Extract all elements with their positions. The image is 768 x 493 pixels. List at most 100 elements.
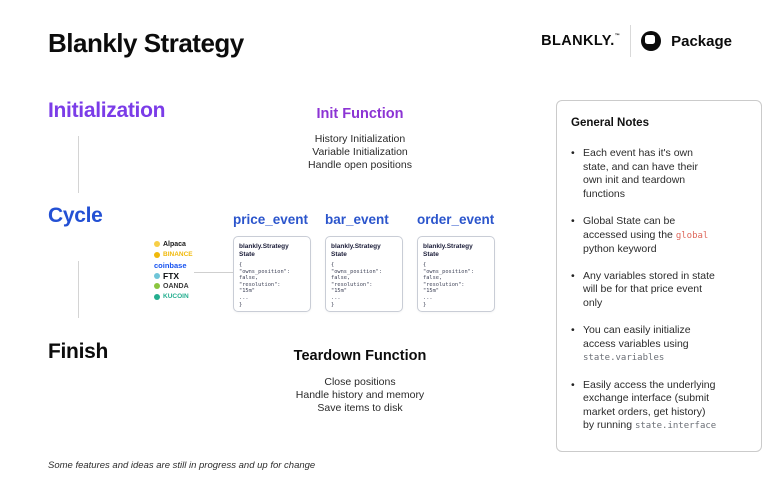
bullet-dot bbox=[571, 324, 577, 366]
code-line: false, bbox=[239, 275, 259, 282]
note-bullet: Global State can be accessed using the g… bbox=[571, 215, 747, 257]
bullet-text: Each event has it's own state, and can h… bbox=[583, 147, 698, 200]
section-initialization: Initialization bbox=[48, 99, 166, 122]
event-column-price: price_event blankly.Strategy State {"own… bbox=[233, 212, 311, 312]
exchange-row: Alpaca bbox=[154, 240, 193, 248]
bullet-dot bbox=[571, 215, 577, 257]
section-finish: Finish bbox=[48, 340, 109, 363]
code-line: ... bbox=[423, 294, 433, 301]
exchange-logo-icon bbox=[154, 241, 160, 247]
exchange-logo-icon bbox=[154, 251, 160, 258]
code-line: "resolution": bbox=[423, 281, 465, 288]
bullet-dot bbox=[571, 147, 577, 202]
note-bullet: Each event has it's own state, and can h… bbox=[571, 147, 747, 202]
exchange-name: KUCOIN bbox=[163, 293, 189, 300]
exchange-name: BINANCE bbox=[163, 251, 193, 258]
code-line: "owns_position": bbox=[423, 268, 475, 275]
note-bullet: Any variables stored in state will be fo… bbox=[571, 270, 747, 312]
exchange-row: KUCOIN bbox=[154, 293, 193, 301]
bullet-text: You can easily initialize access variabl… bbox=[583, 324, 691, 363]
exchange-connector-line bbox=[194, 272, 233, 273]
package-icon bbox=[641, 31, 662, 51]
init-item: Variable Initialization bbox=[312, 146, 408, 158]
brand-logo: BLANKLY.™ Package bbox=[541, 24, 732, 58]
teardown-function-title: Teardown Function bbox=[293, 348, 427, 364]
code-line: } bbox=[423, 301, 427, 308]
bar-event-header: bar_event bbox=[325, 212, 389, 227]
notes-bullet-list: Each event has it's own state, and can h… bbox=[571, 147, 747, 434]
event-column-order: order_event blankly.Strategy State {"own… bbox=[417, 212, 495, 312]
state-code-box: blankly.Strategy State {"owns_position":… bbox=[417, 236, 495, 312]
exchange-logo-icon bbox=[154, 283, 160, 289]
inline-code: state.variables bbox=[583, 353, 665, 363]
logo-divider bbox=[630, 25, 632, 57]
state-code: {"owns_position":false,"resolution":"15m… bbox=[331, 262, 397, 308]
code-line: { bbox=[423, 262, 427, 268]
code-line: "resolution": bbox=[239, 281, 281, 288]
exchange-name: FTX bbox=[163, 270, 180, 281]
state-box-title: blankly.Strategy State bbox=[331, 243, 381, 258]
code-line: "15m" bbox=[239, 288, 255, 295]
bullet-dot bbox=[571, 379, 577, 434]
exchange-logo-icon bbox=[154, 293, 160, 300]
event-column-bar: bar_event blankly.Strategy State {"owns_… bbox=[325, 212, 403, 312]
state-code: {"owns_position":false,"resolution":"15m… bbox=[423, 262, 489, 308]
exchange-row: BINANCE bbox=[154, 251, 193, 259]
state-box-title: blankly.Strategy State bbox=[239, 243, 289, 258]
code-line: ... bbox=[331, 294, 341, 301]
bullet-text: Easily access the underlying exchange in… bbox=[583, 378, 717, 432]
exchange-row: FTX bbox=[154, 270, 193, 281]
code-line: "owns_position": bbox=[331, 268, 383, 275]
teardown-item: Close positions bbox=[324, 376, 396, 388]
inline-code: global bbox=[675, 230, 709, 241]
inline-code: state.interface bbox=[634, 421, 717, 431]
teardown-item: Save items to disk bbox=[317, 402, 403, 414]
page-title: Blankly Strategy bbox=[48, 28, 244, 58]
code-line: { bbox=[331, 262, 335, 268]
trademark-symbol: ™ bbox=[614, 33, 621, 39]
init-item: History Initialization bbox=[314, 133, 406, 145]
price-event-header: price_event bbox=[233, 212, 309, 227]
exchange-name: coinbase bbox=[154, 260, 187, 270]
teardown-item: Handle history and memory bbox=[295, 389, 425, 401]
code-line: "15m" bbox=[331, 288, 347, 295]
code-line: "15m" bbox=[423, 288, 439, 295]
code-line: ... bbox=[239, 294, 249, 301]
code-line: false, bbox=[331, 275, 351, 282]
exchange-row: coinbase bbox=[154, 260, 193, 270]
state-box-title: blankly.Strategy State bbox=[423, 243, 473, 258]
exchange-row: OANDA bbox=[154, 282, 193, 290]
exchange-name: OANDA bbox=[163, 282, 189, 290]
bullet-text: Any variables stored in state will be fo… bbox=[583, 269, 715, 309]
code-line: { bbox=[239, 262, 243, 268]
exchange-logo-icon bbox=[154, 272, 160, 279]
exchange-name: Alpaca bbox=[163, 240, 186, 248]
notes-title: General Notes bbox=[571, 117, 649, 129]
bullet-text: Global State can be accessed using the g… bbox=[583, 215, 709, 255]
bullet-dot bbox=[571, 270, 577, 312]
code-line: "resolution": bbox=[331, 281, 373, 288]
section-cycle: Cycle bbox=[48, 204, 103, 227]
brand-wordmark: BLANKLY.™ bbox=[541, 33, 620, 49]
note-bullet: Easily access the underlying exchange in… bbox=[571, 379, 747, 434]
disclaimer-text: Some features and ideas are still in pro… bbox=[48, 460, 316, 471]
package-label: Package bbox=[671, 32, 732, 50]
timeline-connector bbox=[78, 136, 79, 193]
init-item: Handle open positions bbox=[308, 159, 412, 171]
order-event-header: order_event bbox=[417, 212, 495, 227]
exchange-list: Alpaca BINANCE coinbase FTX OANDA KUCOIN bbox=[154, 240, 193, 301]
code-line: false, bbox=[423, 275, 443, 282]
state-code: {"owns_position":false,"resolution":"15m… bbox=[239, 262, 305, 308]
brand-text: BLANKLY. bbox=[541, 33, 615, 49]
code-line: } bbox=[239, 301, 243, 308]
init-function-title: Init Function bbox=[316, 106, 404, 122]
code-line: } bbox=[331, 301, 335, 308]
state-code-box: blankly.Strategy State {"owns_position":… bbox=[233, 236, 311, 312]
note-bullet: You can easily initialize access variabl… bbox=[571, 324, 747, 366]
code-line: "owns_position": bbox=[239, 268, 291, 275]
timeline-connector bbox=[78, 261, 79, 318]
state-code-box: blankly.Strategy State {"owns_position":… bbox=[325, 236, 403, 312]
